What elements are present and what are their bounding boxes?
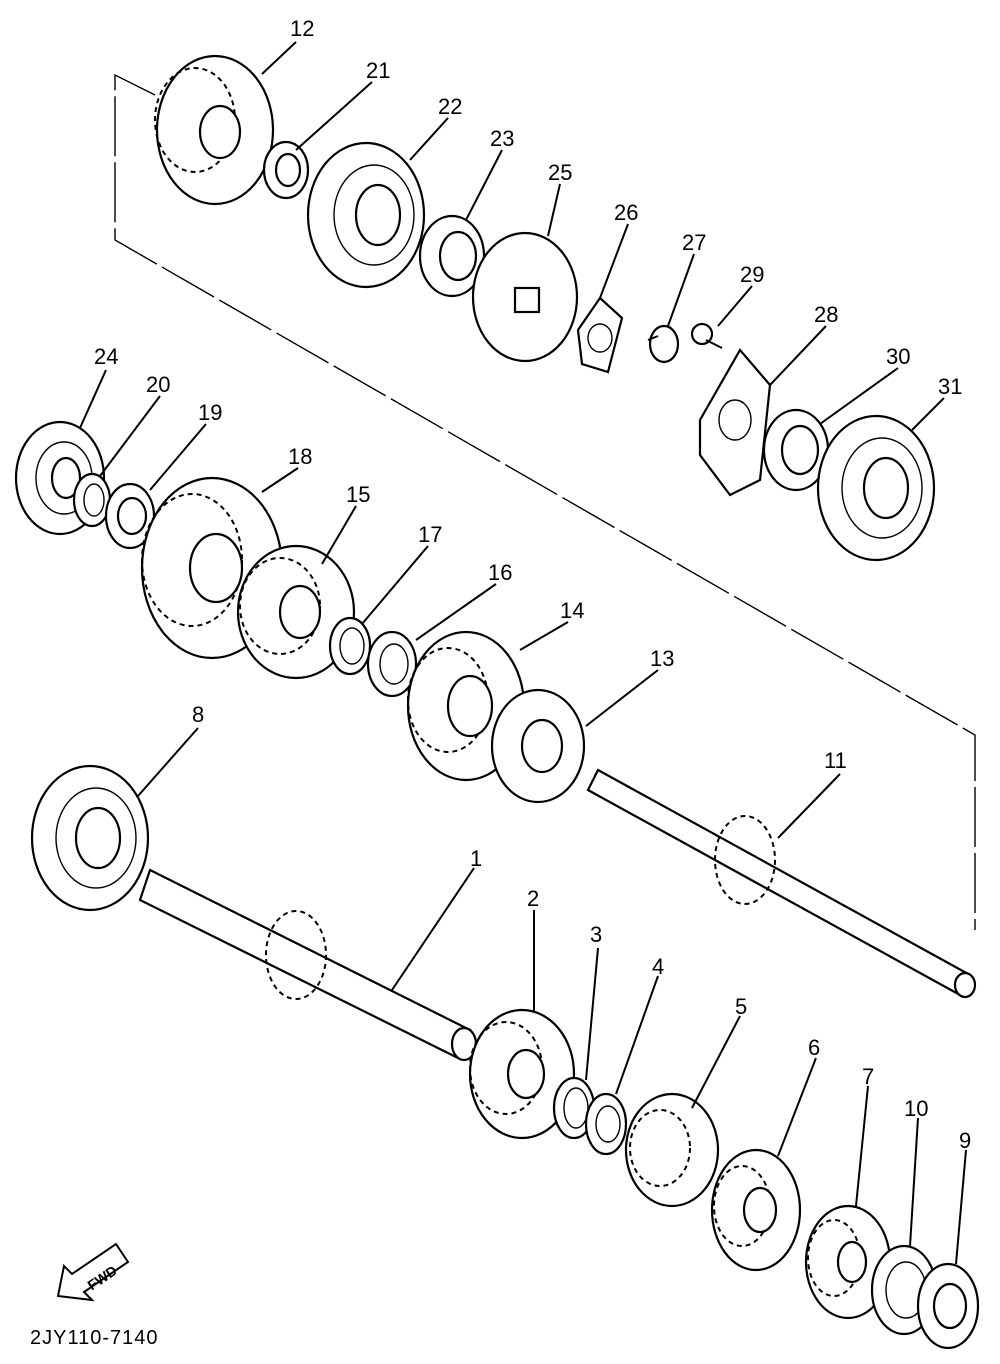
part-20-circlip [72,472,112,528]
part-5-gear [624,1092,720,1208]
part-label-10: 10 [904,1096,928,1121]
part-17-circlip [328,616,372,676]
part-label-8: 8 [192,702,204,727]
part-label-17: 17 [418,522,442,547]
part-16-washer [366,630,418,698]
part-label-21: 21 [366,58,390,83]
part-25-sprocket [471,231,579,363]
part-4-washer [584,1092,628,1156]
part-label-2: 2 [527,886,539,911]
part-6-gear [710,1148,802,1272]
assembly-frame [114,73,976,930]
part-label-7: 7 [862,1064,874,1089]
diagram-code: 2JY110-7140 [30,1327,159,1349]
part-label-9: 9 [959,1128,971,1153]
part-8-bearing [30,764,150,912]
part-label-24: 24 [94,344,118,369]
part-label-31: 31 [938,374,962,399]
part-label-16: 16 [488,560,512,585]
part-label-27: 27 [682,230,706,255]
part-22-bearing [306,141,426,289]
part-label-29: 29 [740,262,764,287]
part-label-20: 20 [146,372,170,397]
part-label-22: 22 [438,94,462,119]
part-number-labels: 1 2 3 4 5 6 7 8 9 10 11 12 13 14 15 16 1… [94,16,971,1153]
part-label-5: 5 [735,994,747,1019]
fwd-arrow: FWD [56,1242,130,1302]
part-1-mainshaft [138,868,478,1062]
part-label-1: 1 [470,846,482,871]
part-28-plate [698,348,772,497]
part-label-6: 6 [808,1035,820,1060]
part-9-oil-seal [916,1262,980,1350]
part-label-18: 18 [288,444,312,469]
part-label-12: 12 [290,16,314,41]
part-13-gear [490,688,586,804]
part-label-15: 15 [346,482,370,507]
part-7-gear [804,1204,892,1320]
part-label-13: 13 [650,646,674,671]
part-label-26: 26 [614,200,638,225]
part-label-19: 19 [198,400,222,425]
part-15-gear [236,544,356,680]
part-label-30: 30 [886,344,910,369]
part-31-bearing [816,414,936,562]
part-label-14: 14 [560,598,584,623]
part-23-oil-seal [418,214,486,298]
part-19-washer [104,482,156,550]
fwd-label: FWD [84,1262,119,1293]
part-2-gear [468,1008,576,1140]
leader-lines [79,41,967,1265]
part-label-28: 28 [814,302,838,327]
part-29-bolt [690,322,723,349]
part-21-washer [262,140,310,200]
part-26-lock-washer [576,296,624,374]
part-label-4: 4 [652,954,664,979]
part-label-25: 25 [548,160,572,185]
part-11-countershaft [586,768,977,999]
part-12-gear [154,54,275,206]
part-27-bolt [647,324,680,364]
part-label-3: 3 [590,922,602,947]
part-label-11: 11 [824,748,847,773]
part-label-23: 23 [490,126,514,151]
